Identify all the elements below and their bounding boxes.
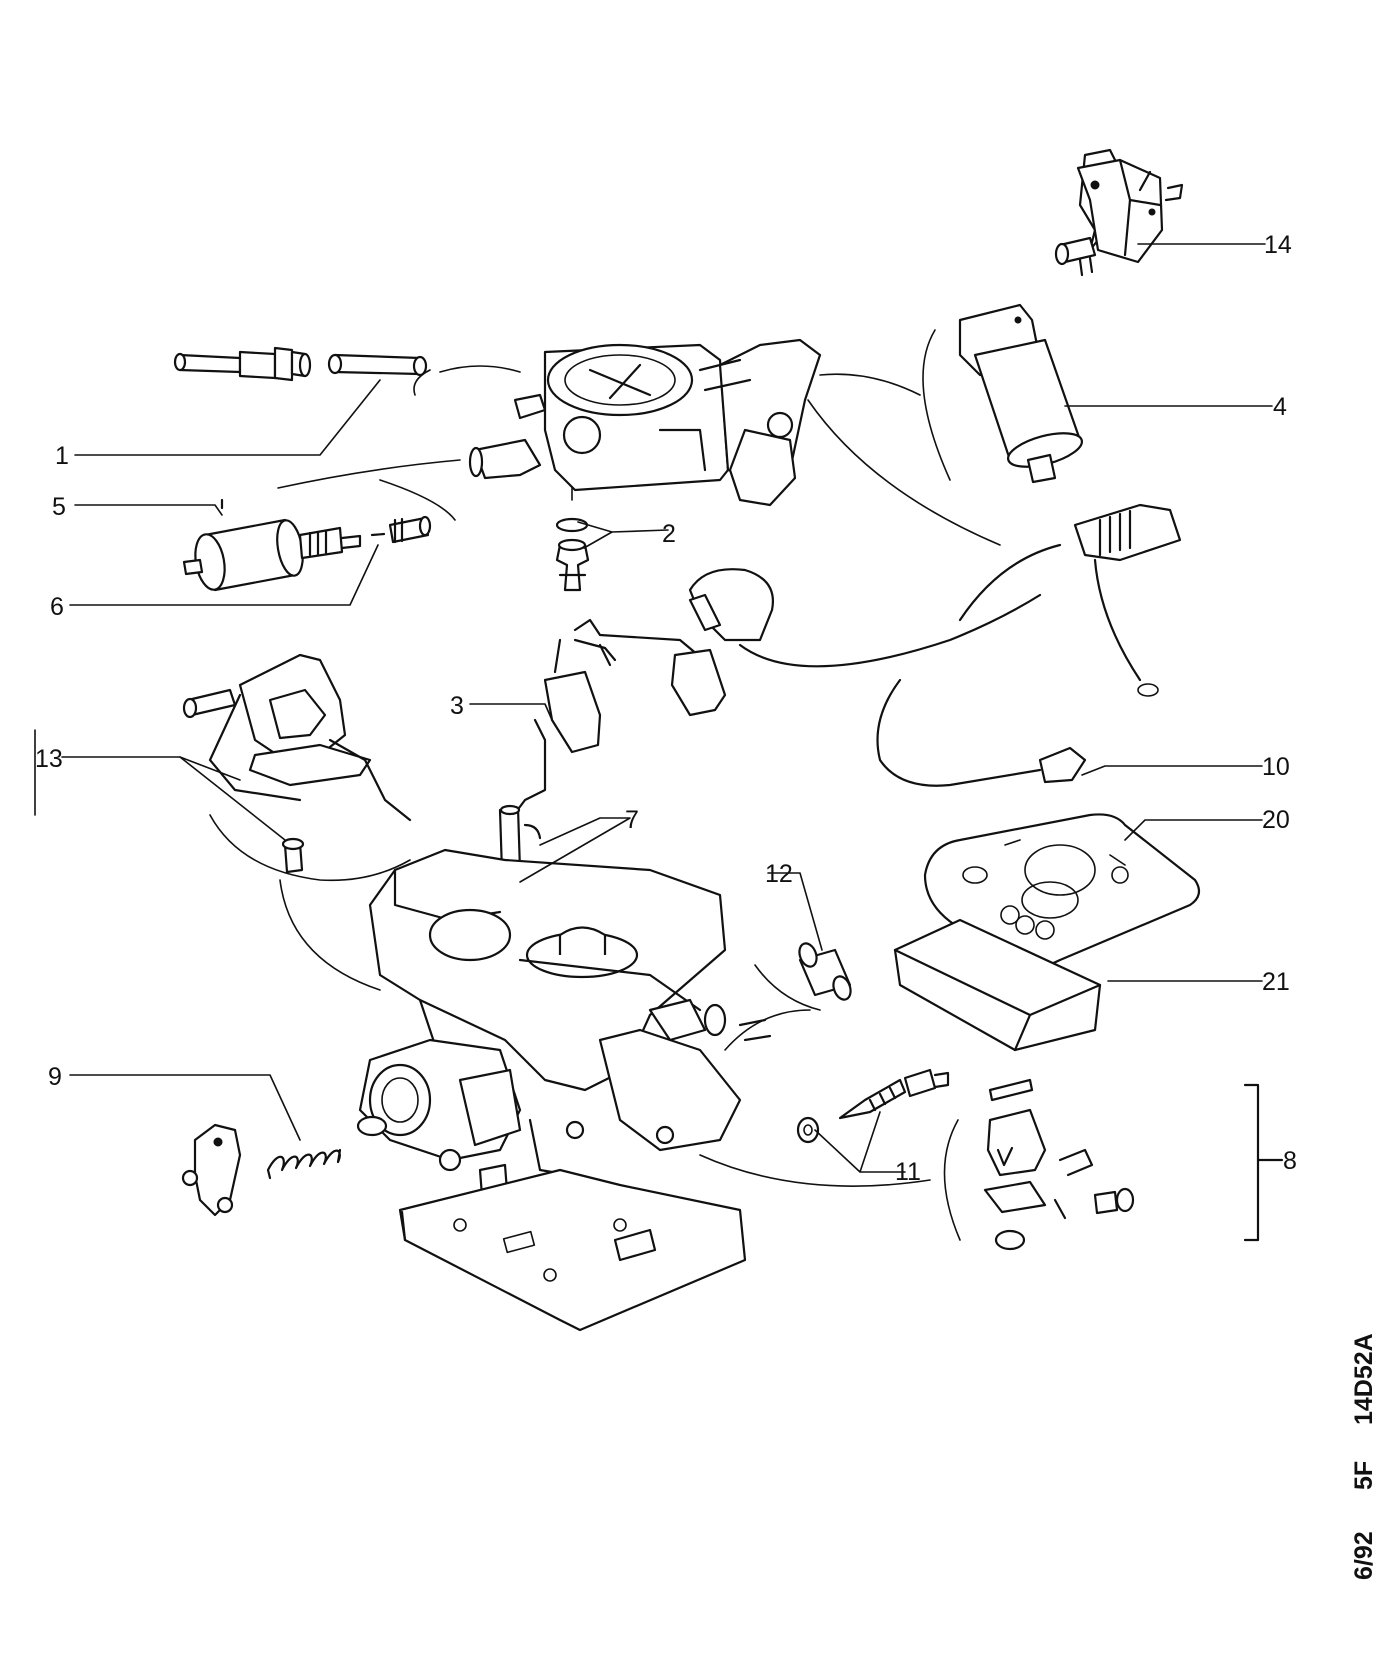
callout-11: 11 [895, 1158, 921, 1186]
part-1-bolt-and-pipe [173, 346, 428, 382]
callout-7: 7 [625, 806, 639, 834]
part-14-solenoid-valve [1054, 148, 1184, 277]
callout-4: 4 [1273, 393, 1287, 421]
callout-6: 6 [50, 593, 64, 621]
callout-21: 21 [1262, 968, 1290, 996]
callout-12: 12 [765, 860, 793, 888]
stamp-code: 5F [1350, 1461, 1378, 1490]
leader-curve-g [279, 879, 381, 991]
part-12-sleeve [724, 942, 852, 1051]
leader-curve-e [819, 373, 921, 396]
leader-curve-f [807, 399, 1001, 546]
part-3-throttle-lever [543, 618, 727, 754]
callout-20: 20 [1262, 806, 1290, 834]
carburetor-main-body [358, 848, 772, 1237]
callout-2: 2 [662, 520, 676, 548]
part-4-cylinder-solenoid [922, 303, 1083, 484]
part-21-pad [893, 918, 1102, 1052]
callout-8: 8 [1283, 1147, 1297, 1175]
callout-14: 14 [1264, 231, 1292, 259]
revision-stamp: 6/92 5F 14D52A [1350, 1333, 1378, 1580]
callout-13: 13 [35, 745, 63, 773]
bracket-8 [1243, 1083, 1260, 1242]
callout-5: 5 [52, 493, 66, 521]
part-5-idle-cutoff-solenoid [182, 498, 362, 592]
throttle-body-upper [468, 338, 822, 507]
stamp-date: 6/92 [1350, 1531, 1378, 1580]
carburetor-base-plate [398, 1168, 747, 1332]
leader-curve-c [277, 459, 461, 489]
leader-lines [61, 243, 1273, 1173]
part-2-nozzle-and-washer [555, 486, 590, 592]
part-8-kit-group [983, 1078, 1135, 1251]
callout-9: 9 [48, 1063, 62, 1091]
part-9-spring-and-lever [181, 1115, 388, 1217]
stamp-figure: 14D52A [1350, 1333, 1378, 1425]
part-11-screw-and-washer [699, 1068, 961, 1241]
leader-curve-d [379, 479, 456, 521]
part-10-wiring-harness [688, 503, 1182, 787]
part-13-diaphragm-bracket [182, 653, 412, 882]
leader-curve-b [439, 365, 521, 373]
callout-3: 3 [450, 692, 464, 720]
callout-1: 1 [55, 442, 69, 470]
leader-curve-a [413, 369, 431, 396]
part-6-jet [370, 515, 432, 544]
callout-10: 10 [1262, 753, 1290, 781]
